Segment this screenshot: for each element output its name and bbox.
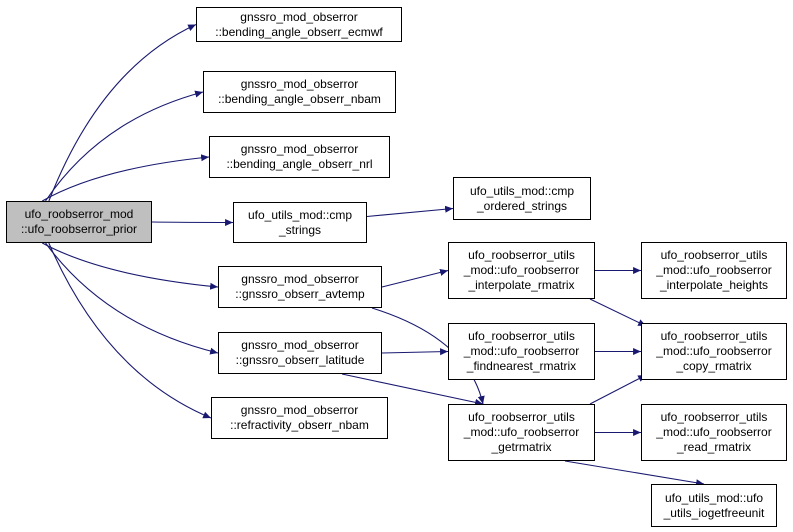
node-bending-angle-obserr-nrl[interactable]: gnssro_mod_obserror ::bending_angle_obse… (209, 136, 390, 178)
node-read-rmatrix[interactable]: ufo_roobserror_utils _mod::ufo_roobserro… (641, 404, 787, 461)
node-label-line: ::gnssro_obserr_latitude (235, 353, 365, 367)
edge-getrmatrix-to-iogetfreeunit (564, 460, 705, 487)
node-label-line: _mod::ufo_roobserror (656, 425, 772, 439)
node-bending-angle-obserr-ecmwf[interactable]: gnssro_mod_obserror ::bending_angle_obse… (196, 7, 402, 42)
node-label-line: gnssro_mod_obserror (240, 403, 359, 417)
node-label-line: _mod::ufo_roobserror (463, 344, 580, 358)
node-label-line: gnssro_mod_obserror (240, 77, 359, 91)
node-label-line: gnssro_mod_obserror (240, 142, 359, 156)
node-label-line: ufo_roobserror_utils (660, 248, 768, 262)
edge-root-to-cmp_strings (151, 218, 234, 227)
node-label-line: ::bending_angle_obserr_ecmwf (215, 24, 383, 39)
node-refractivity-obserr-nbam[interactable]: gnssro_mod_obserror ::refractivity_obser… (211, 397, 388, 439)
node-label-line: ufo_roobserror_utils (468, 329, 575, 343)
node-gnssro-obserr-avtemp[interactable]: gnssro_mod_obserror ::gnssro_obserr_avte… (218, 266, 382, 308)
node-label-line: ::ufo_roobserror_prior (20, 222, 138, 236)
node-label-line: _mod::ufo_roobserror (463, 263, 580, 277)
node-findnearest-rmatrix[interactable]: ufo_roobserror_utils _mod::ufo_roobserro… (448, 323, 595, 380)
node-label-line: ufo_roobserror_utils (660, 329, 768, 343)
node-label-line: _getrmatrix (491, 440, 552, 454)
edge-root-to-latitude (45, 242, 219, 355)
node-ufo-roobserror-prior[interactable]: ufo_roobserror_mod ::ufo_roobserror_prio… (6, 201, 152, 243)
node-label-line: ufo_utils_mod::ufo (664, 490, 764, 505)
node-label-line: ufo_roobserror_utils (468, 410, 575, 424)
node-label-line: gnssro_mod_obserror (241, 272, 359, 286)
node-interpolate-rmatrix[interactable]: ufo_roobserror_utils _mod::ufo_roobserro… (448, 242, 595, 299)
node-label-line: _findnearest_rmatrix (466, 359, 577, 373)
node-gnssro-obserr-latitude[interactable]: gnssro_mod_obserror ::gnssro_obserr_lati… (218, 332, 382, 374)
node-cmp-ordered-strings[interactable]: ufo_utils_mod::cmp _ordered_strings (453, 177, 591, 220)
node-label-line: gnssro_mod_obserror (240, 9, 358, 24)
node-label-line: ufo_utils_mod::cmp (469, 183, 575, 198)
node-label-line: _mod::ufo_roobserror (463, 425, 580, 439)
edge-root-to-bend_ecmwf (48, 24, 197, 202)
node-getrmatrix[interactable]: ufo_roobserror_utils _mod::ufo_roobserro… (448, 404, 595, 461)
node-label-line: _utils_iogetfreeunit (663, 505, 765, 520)
node-label-line: _mod::ufo_roobserror (656, 263, 772, 277)
edge-root-to-refr_nbam (48, 242, 212, 419)
node-label-line: ufo_roobserror_utils (660, 410, 768, 424)
node-label-line: _interpolate_rmatrix (468, 278, 575, 292)
node-ufo-utils-iogetfreeunit[interactable]: ufo_utils_mod::ufo _utils_iogetfreeunit (651, 484, 777, 527)
node-label-line: ufo_utils_mod::cmp (247, 207, 353, 222)
edge-avtemp-to-interp_rmatrix (381, 269, 449, 288)
node-label-line: _interpolate_heights (659, 278, 769, 292)
edge-latitude-to-getrmatrix (341, 373, 484, 406)
node-label-line: ::gnssro_obserr_avtemp (235, 287, 365, 301)
edge-cmp_strings-to-cmp_ordered (366, 205, 454, 218)
node-label-line: ufo_roobserror_mod (24, 207, 134, 221)
edge-avtemp-to-getrmatrix (371, 307, 485, 405)
node-label-line: _read_rmatrix (676, 440, 752, 454)
edge-latitude-to-findnearest (381, 348, 449, 356)
node-label-line: _mod::ufo_roobserror (656, 344, 772, 358)
node-interpolate-heights[interactable]: ufo_roobserror_utils _mod::ufo_roobserro… (641, 242, 787, 299)
node-label-line: ::refractivity_obserr_nbam (230, 418, 369, 432)
edge-getrmatrix-to-copy_rmatrix (589, 374, 647, 405)
edge-interp_rmatrix-to-copy_rmatrix (589, 298, 647, 327)
node-label-line: _ordered_strings (476, 198, 568, 213)
node-label-line: _strings (278, 222, 322, 237)
node-bending-angle-obserr-nbam[interactable]: gnssro_mod_obserror ::bending_angle_obse… (203, 71, 396, 113)
node-label-line: ufo_roobserror_utils (468, 248, 575, 262)
edge-root-to-bend_nrl (41, 154, 210, 202)
node-copy-rmatrix[interactable]: ufo_roobserror_utils _mod::ufo_roobserro… (641, 323, 787, 380)
node-label-line: gnssro_mod_obserror (241, 338, 359, 352)
node-label-line: ::bending_angle_obserr_nbam (218, 92, 381, 106)
edge-root-to-avtemp (41, 242, 219, 290)
edge-root-to-bend_nbam (45, 90, 204, 202)
node-label-line: ::bending_angle_obserr_nrl (226, 157, 373, 171)
node-cmp-strings[interactable]: ufo_utils_mod::cmp _strings (233, 202, 367, 243)
node-label-line: _copy_rmatrix (676, 359, 752, 373)
